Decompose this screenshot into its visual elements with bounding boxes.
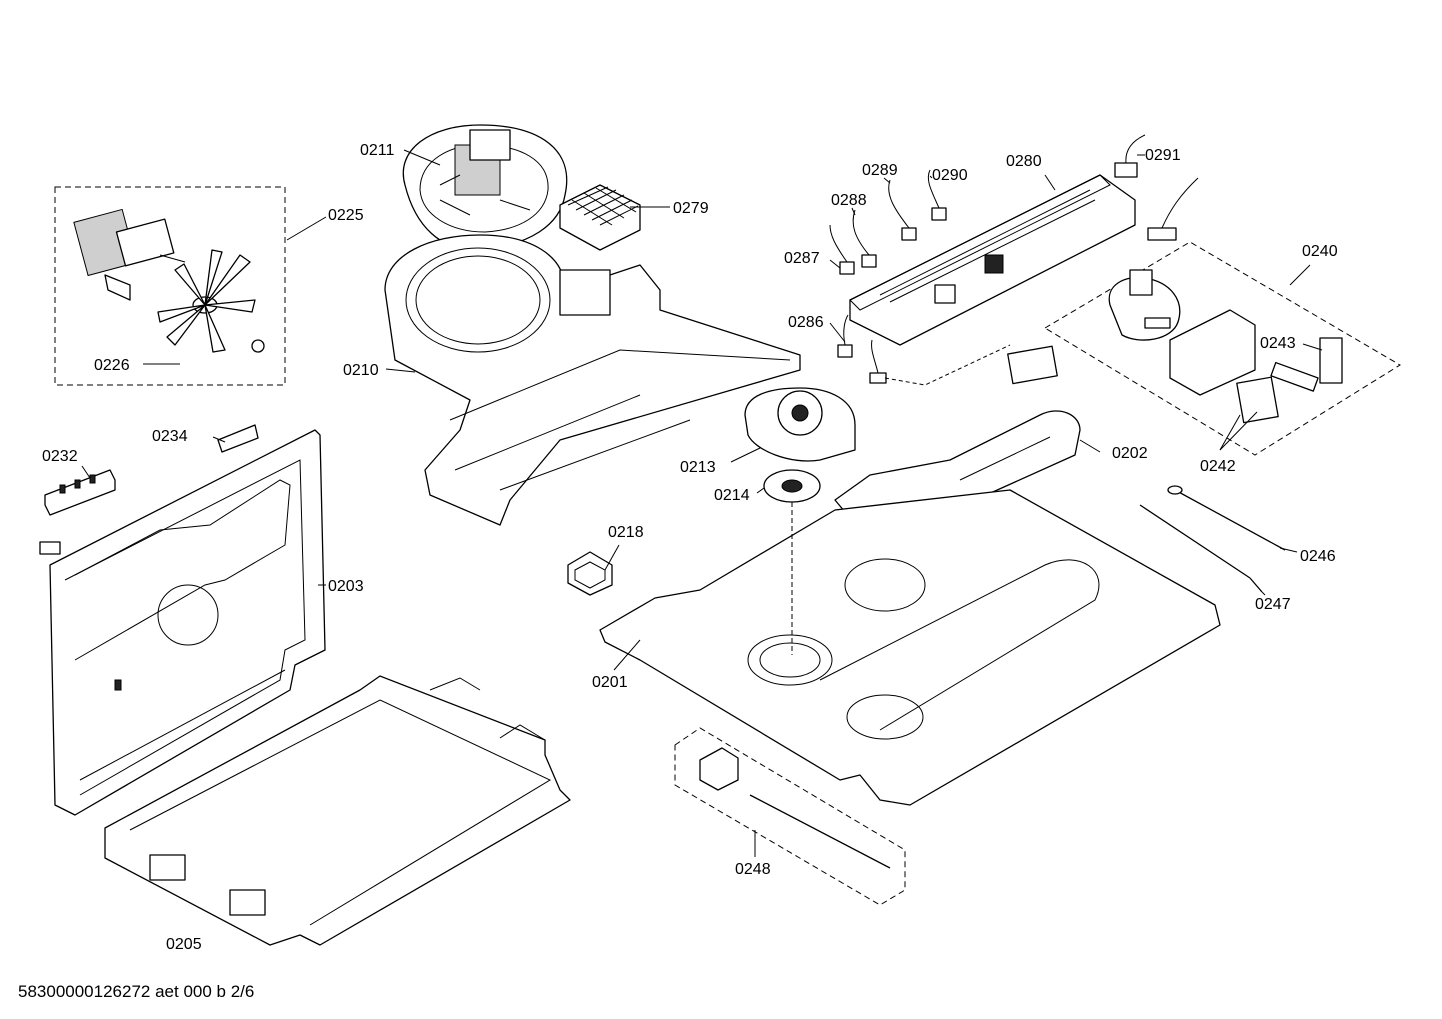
grease-filter-0279 [559, 184, 641, 251]
label-0214: 0214 [714, 487, 750, 504]
label-0203: 0203 [328, 578, 364, 595]
electronic-module-0280 [849, 174, 1136, 346]
label-0234: 0234 [152, 428, 188, 445]
label-0226: 0226 [94, 357, 130, 374]
sensor-rod-0246 [1167, 485, 1286, 551]
group-box-0248 [674, 727, 906, 906]
bracket-0218 [567, 551, 613, 596]
base-tray-0201 [599, 489, 1221, 806]
label-0279: 0279 [673, 200, 709, 217]
label-0213: 0213 [680, 459, 716, 476]
label-0205: 0205 [166, 936, 202, 953]
label-0225: 0225 [328, 207, 364, 224]
label-0240: 0240 [1302, 243, 1338, 260]
convection-motor-0225 [73, 208, 186, 301]
impeller-0214 [763, 469, 821, 503]
fan-blade-0226 [157, 249, 265, 353]
leader-lines [81, 149, 1323, 857]
door-switch-0248 [699, 747, 891, 869]
label-0201: 0201 [592, 674, 628, 691]
label-0248: 0248 [735, 861, 771, 878]
connectors-0286-0291 [829, 134, 1199, 386]
label-0287: 0287 [784, 250, 820, 267]
label-0243: 0243 [1260, 335, 1296, 352]
label-0242: 0242 [1200, 458, 1236, 475]
bottom-tray-0205 [104, 675, 571, 946]
label-0210: 0210 [343, 362, 379, 379]
label-0218: 0218 [608, 524, 644, 541]
rear-panel-0203 [49, 429, 326, 816]
group-box-0225 [54, 186, 286, 386]
label-0247: 0247 [1255, 596, 1291, 613]
terminal-block-0232 [39, 469, 116, 555]
label-0288: 0288 [831, 192, 867, 209]
label-0291: 0291 [1145, 147, 1181, 164]
label-0280: 0280 [1006, 153, 1042, 170]
document-reference: 58300000126272 aet 000 b 2/6 [18, 982, 255, 1001]
selector-switch-0240 [1108, 269, 1343, 424]
label-0232: 0232 [42, 448, 78, 465]
label-0246: 0246 [1300, 548, 1336, 565]
label-0286: 0286 [788, 314, 824, 331]
fan-housing-0210 [384, 234, 801, 526]
label-0290: 0290 [932, 167, 968, 184]
rod-0247 [1139, 504, 1263, 593]
fan-motor-0211 [402, 124, 568, 251]
blower-0213 [744, 387, 856, 462]
clip-0234 [217, 424, 259, 453]
label-0211: 0211 [360, 142, 395, 159]
part-labels: 0211 0225 0226 0210 0279 0289 0290 0280 … [42, 142, 1338, 953]
label-0289: 0289 [862, 162, 898, 179]
label-0202: 0202 [1112, 445, 1148, 462]
